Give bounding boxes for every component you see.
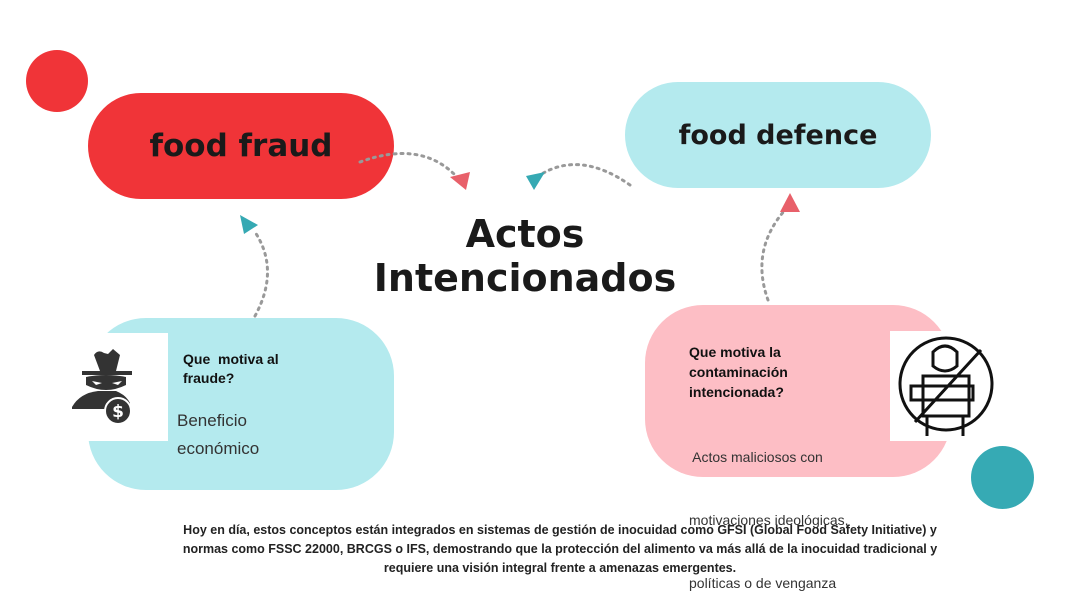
defence-answer-line: políticas o de venganza bbox=[689, 575, 837, 591]
defence-answer-line: Actos maliciosos con bbox=[689, 449, 823, 465]
arrow-defencebox-to-defence bbox=[760, 208, 787, 302]
title-line-1: Actos bbox=[465, 212, 585, 256]
arrow-fraudbox-to-fraud bbox=[253, 230, 269, 318]
footer-text: Hoy en día, estos conceptos están integr… bbox=[182, 523, 938, 575]
defence-answer: Actos maliciosos con motivaciones ideoló… bbox=[689, 405, 849, 607]
defence-question-line: contaminación bbox=[689, 364, 788, 380]
defence-answer-line: motivaciones ideológicas, bbox=[689, 512, 849, 528]
arrow-fraud-to-title bbox=[358, 152, 457, 177]
food-fraud-label: food fraud bbox=[149, 128, 333, 164]
arrow-head-red bbox=[450, 172, 470, 190]
food-defence-pill: food defence bbox=[625, 82, 931, 188]
defence-question-line: intencionada? bbox=[689, 384, 784, 400]
food-defence-label: food defence bbox=[678, 119, 878, 151]
food-fraud-pill: food fraud bbox=[88, 93, 394, 199]
svg-text:$: $ bbox=[112, 402, 124, 422]
fraud-answer: Beneficio económico bbox=[177, 407, 259, 463]
spy-image-panel: $ bbox=[60, 333, 168, 441]
decorative-red-circle bbox=[26, 50, 88, 112]
defence-question: Que motiva la contaminación intencionada… bbox=[689, 342, 788, 402]
arrow-head-teal bbox=[526, 172, 545, 190]
defence-question-line: Que motiva la bbox=[689, 344, 781, 360]
arrow-defence-to-title bbox=[538, 163, 632, 187]
arrow-head-red bbox=[780, 193, 800, 212]
arrow-head-teal bbox=[240, 215, 258, 234]
main-title: Actos Intencionados bbox=[340, 212, 710, 300]
fraud-answer-line: económico bbox=[177, 439, 260, 458]
prohibited-attacker-icon bbox=[898, 336, 994, 436]
title-line-2: Intencionados bbox=[373, 256, 677, 300]
spy-with-dollar-icon: $ bbox=[72, 349, 132, 425]
fraud-answer-line: Beneficio bbox=[177, 411, 247, 430]
decorative-teal-circle bbox=[971, 446, 1034, 509]
fraud-question: Que motiva al fraude? bbox=[183, 351, 283, 386]
